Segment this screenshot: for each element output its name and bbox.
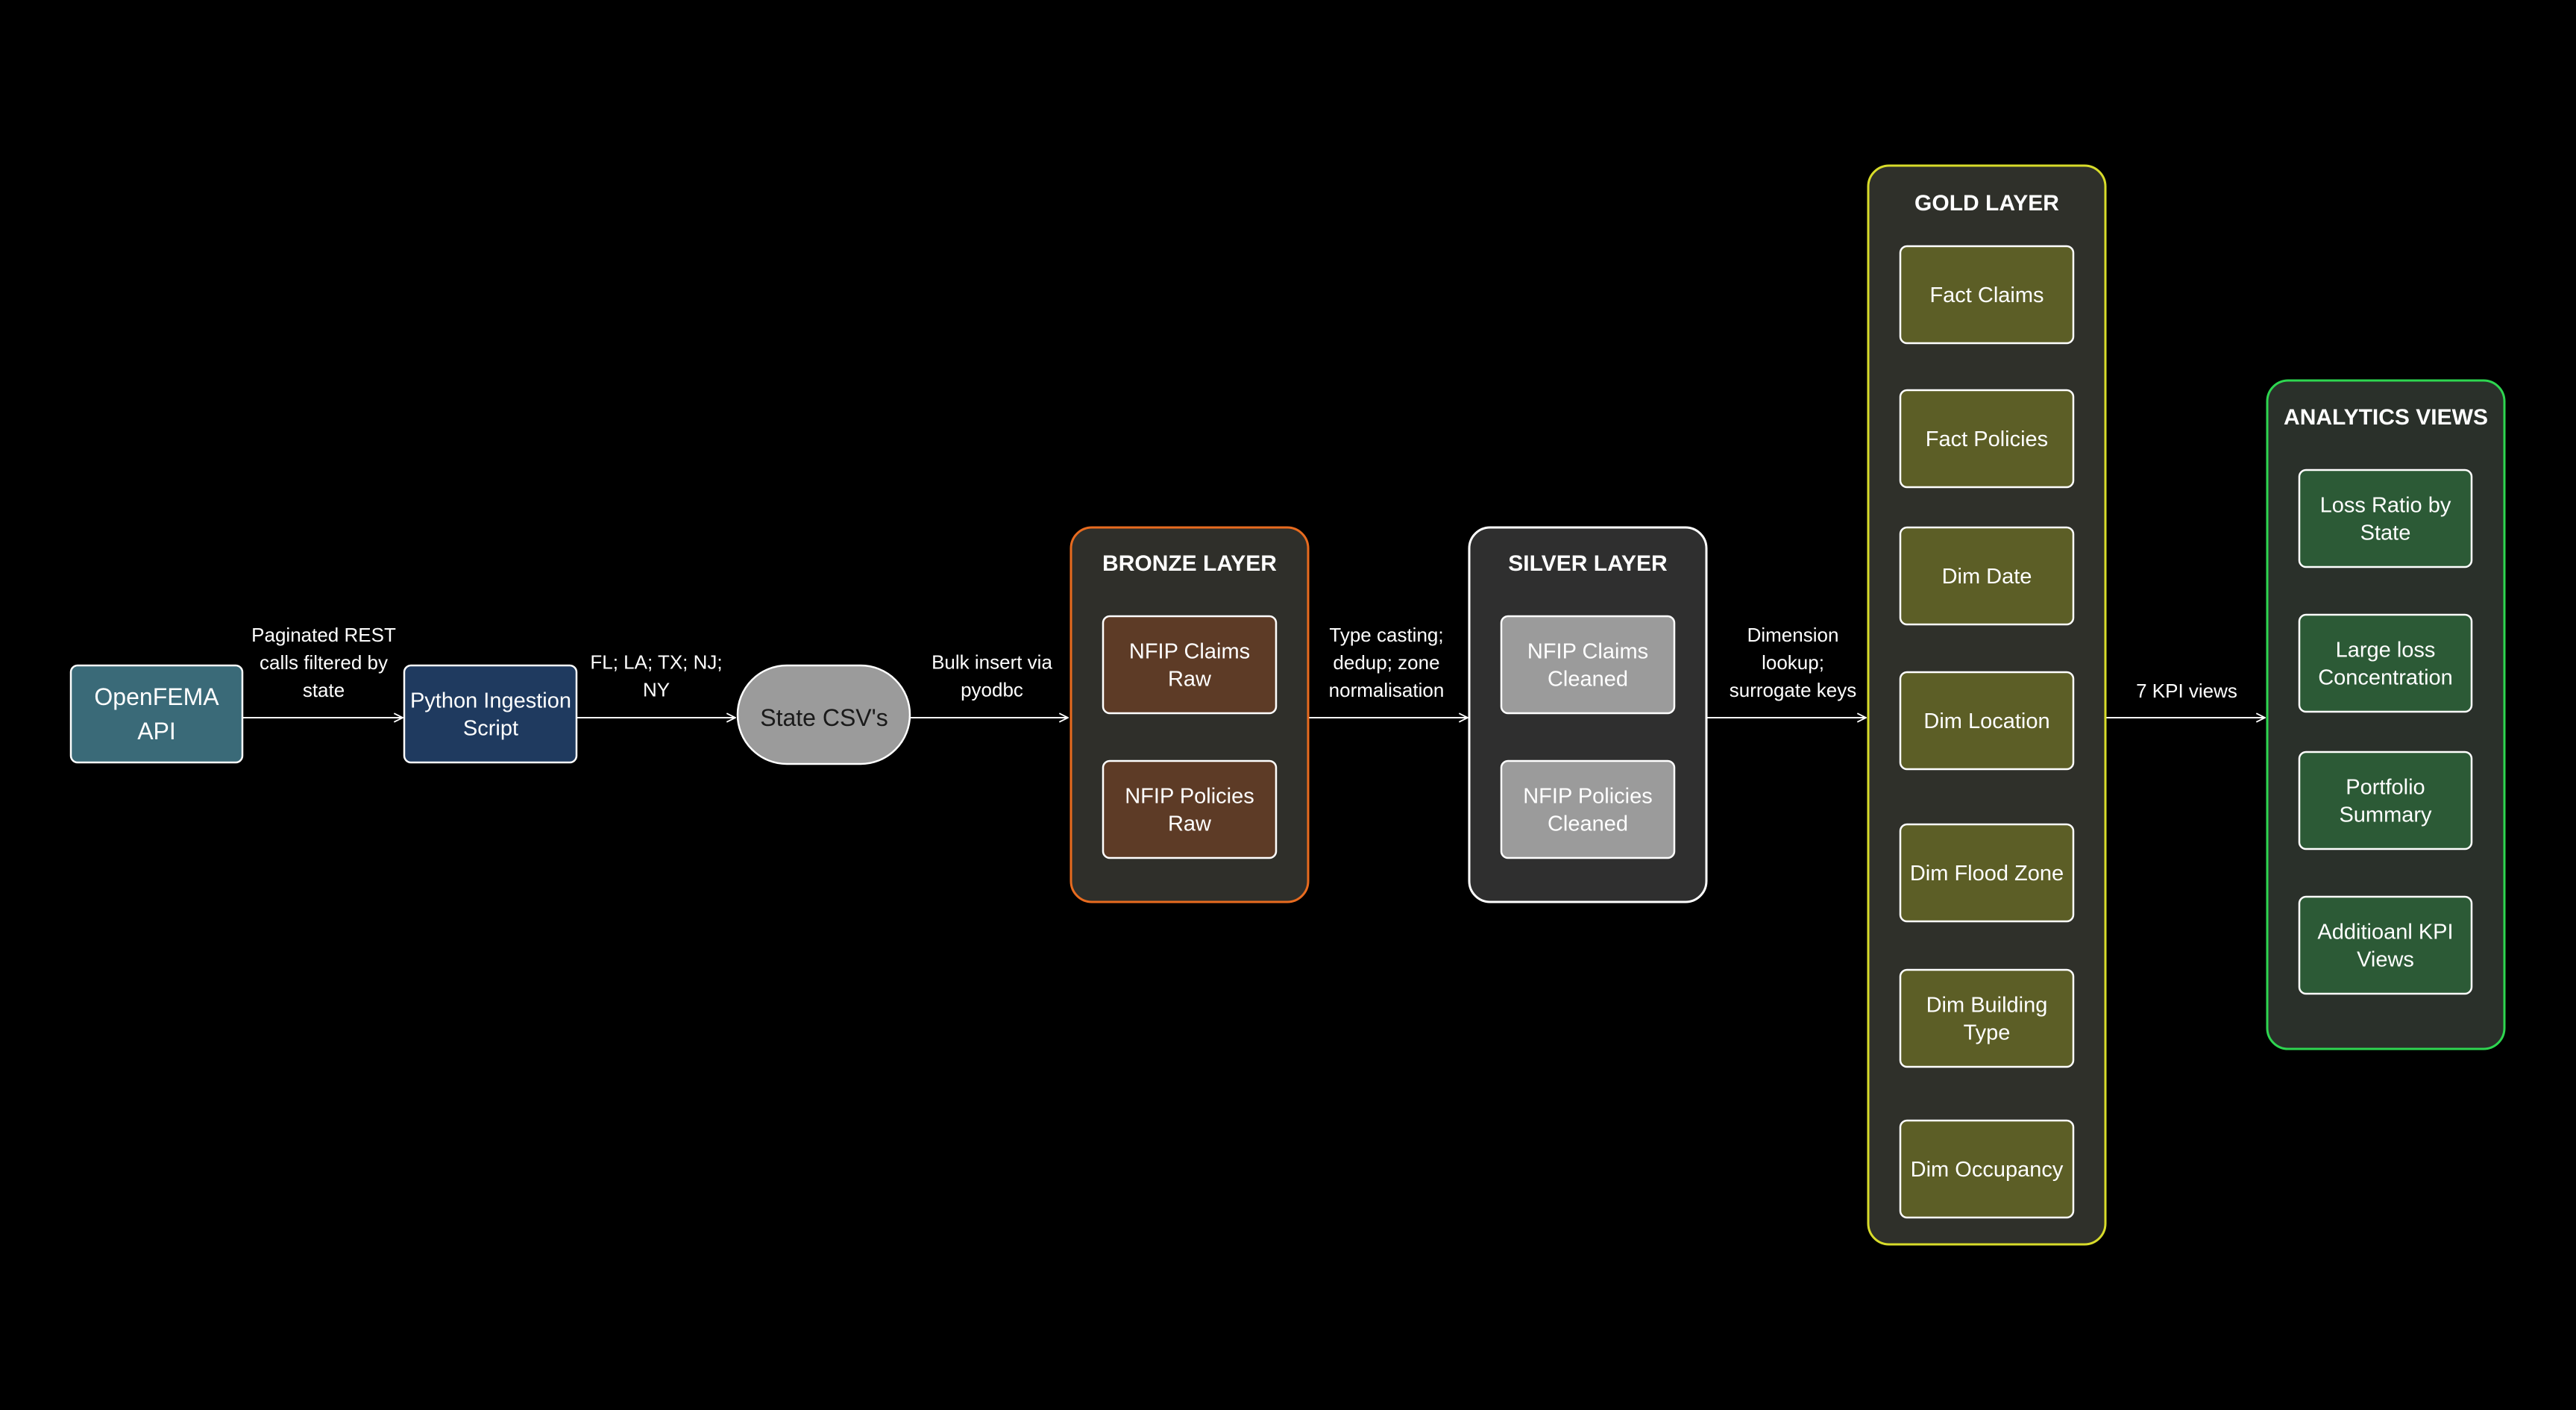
layer-bronze-item-label: NFIP Policies <box>1125 785 1254 809</box>
layer-gold-title: GOLD LAYER <box>1914 191 2059 216</box>
layer-bronze-title: BRONZE LAYER <box>1102 551 1277 576</box>
edge-label-silver-to-gold: Dimension <box>1747 624 1839 646</box>
edge-label-gold-to-analytics: 7 KPI views <box>2136 680 2237 702</box>
layer-analytics-item-label: Large loss <box>2336 639 2436 662</box>
layer-analytics-item-label: Summary <box>2339 803 2432 827</box>
edge-label-bronze-to-silver: dedup; zone <box>1333 651 1439 674</box>
layer-analytics-item-3[interactable] <box>2298 895 2473 995</box>
layer-gold-item-label: Dim Occupancy <box>1911 1158 2064 1182</box>
state-csv-label: State CSV's <box>760 704 888 731</box>
layer-analytics-title: ANALYTICS VIEWS <box>2284 405 2488 430</box>
edge-label-csv-to-bronze: Bulk insert via <box>932 651 1052 674</box>
layer-bronze-item-1[interactable] <box>1102 759 1278 859</box>
layer-gold-item-1[interactable] <box>1899 389 2075 489</box>
edge-label-bronze-to-silver: Type casting; <box>1329 624 1443 646</box>
layer-gold-item-label: Type <box>1964 1021 2011 1045</box>
edge-label-bronze-to-silver: normalisation <box>1329 679 1445 701</box>
edge-label-csv-to-bronze: pyodbc <box>961 679 1023 701</box>
layer-gold-item-0[interactable] <box>1899 245 2075 345</box>
layer-analytics-item-label: State <box>2360 521 2411 545</box>
layer-gold-item-2[interactable] <box>1899 526 2075 626</box>
edge-label-api-to-python: calls filtered by <box>260 651 388 674</box>
layer-silver-title: SILVER LAYER <box>1508 551 1668 576</box>
layer-bronze-item-label: Raw <box>1168 812 1212 836</box>
python-ingestion-label: Python Ingestion <box>410 689 571 713</box>
layer-analytics-item-label: Portfolio <box>2346 776 2425 800</box>
openfema-api-label: OpenFEMA <box>94 683 219 710</box>
layer-analytics-item-2[interactable] <box>2298 751 2473 850</box>
edge-label-python-to-csv: NY <box>643 679 670 701</box>
layer-bronze-item-0[interactable] <box>1102 615 1278 715</box>
layer-silver-item-0[interactable] <box>1500 615 1676 715</box>
layer-silver-item-label: Cleaned <box>1548 668 1628 692</box>
layer-gold-item-4[interactable] <box>1899 823 2075 923</box>
edge-label-silver-to-gold: lookup; <box>1762 651 1824 674</box>
layer-analytics-item-1[interactable] <box>2298 613 2473 713</box>
layer-gold-item-6[interactable] <box>1899 1119 2075 1219</box>
openfema-api-label: API <box>137 718 176 745</box>
openfema-api-node[interactable] <box>69 664 244 764</box>
layer-bronze-item-label: Raw <box>1168 668 1212 692</box>
edge-label-silver-to-gold: surrogate keys <box>1730 679 1857 701</box>
layer-gold-item-3[interactable] <box>1899 671 2075 771</box>
layer-gold-item-label: Dim Location <box>1923 709 2049 733</box>
layer-silver-item-label: Cleaned <box>1548 812 1628 836</box>
layer-silver-item-label: NFIP Policies <box>1523 785 1653 809</box>
edge-label-api-to-python: Paginated REST <box>251 624 396 646</box>
layer-analytics-item-label: Loss Ratio by <box>2320 494 2451 518</box>
layer-gold-item-label: Fact Claims <box>1929 283 2043 307</box>
edges-group: Paginated REST calls filtered by state FL; … <box>242 624 2265 718</box>
layer-gold-item-label: Dim Date <box>1942 565 2032 589</box>
layer-gold-item-label: Dim Flood Zone <box>1910 862 2064 886</box>
python-ingestion-label: Script <box>463 717 518 741</box>
layer-analytics-item-0[interactable] <box>2298 469 2473 568</box>
layer-analytics-item-label: Additioanl KPI <box>2317 921 2453 944</box>
python-ingestion-node[interactable] <box>403 664 578 764</box>
layer-gold-item-label: Fact Policies <box>1926 427 2048 451</box>
layer-gold-item-5[interactable] <box>1899 968 2075 1068</box>
layer-gold-item-label: Dim Building <box>1926 994 2048 1018</box>
layer-analytics-item-label: Views <box>2357 948 2414 972</box>
layer-bronze-item-label: NFIP Claims <box>1129 640 1250 664</box>
state-csv-node[interactable] <box>736 664 911 765</box>
edge-label-api-to-python: state <box>303 679 345 701</box>
layer-silver-item-1[interactable] <box>1500 759 1676 859</box>
layer-analytics-item-label: Concentration <box>2318 666 2453 690</box>
layer-silver-item-label: NFIP Claims <box>1527 640 1648 664</box>
edge-label-python-to-csv: FL; LA; TX; NJ; <box>590 651 722 674</box>
